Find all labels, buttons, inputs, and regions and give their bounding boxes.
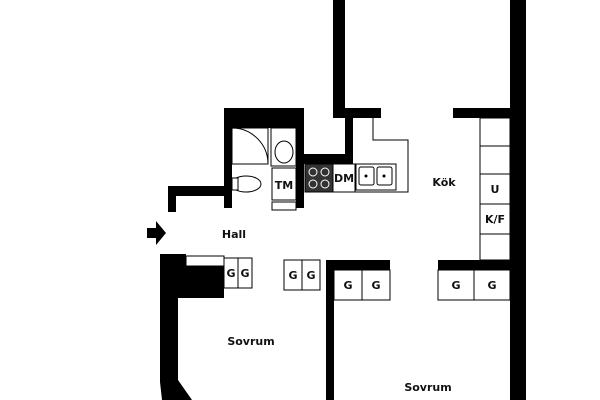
wall-upper-right-stub bbox=[453, 108, 513, 118]
bathroom-wall-left bbox=[224, 108, 232, 208]
stove-icon bbox=[308, 167, 330, 189]
oven-label: U bbox=[491, 183, 500, 196]
wardrobe-5 bbox=[333, 269, 363, 301]
bedroom-right-wall-top bbox=[438, 260, 513, 270]
hall-wall-top bbox=[168, 186, 230, 196]
double-sink-icon bbox=[358, 166, 393, 186]
wardrobe-label-6: G bbox=[371, 279, 380, 292]
kitchen-wall-vertical bbox=[345, 115, 353, 164]
fridge-box bbox=[479, 203, 511, 235]
washer-label: TM bbox=[275, 179, 293, 192]
entrance-arrow-icon bbox=[147, 221, 166, 245]
room-label-kitchen: Kök bbox=[432, 176, 456, 189]
hall-shelf bbox=[185, 255, 225, 267]
room-label-bedroom-left: Sovrum bbox=[227, 335, 274, 348]
toilet-tank bbox=[231, 177, 239, 191]
wardrobe-2 bbox=[237, 257, 253, 289]
shower-icon bbox=[231, 127, 269, 165]
wardrobe-label-4: G bbox=[306, 269, 315, 282]
wardrobe-6 bbox=[361, 269, 391, 301]
hall-wall-left-upper bbox=[168, 186, 176, 212]
washer-box bbox=[271, 167, 297, 201]
bedroom-wall-top bbox=[326, 260, 390, 270]
bedroom-partition bbox=[326, 260, 334, 400]
kitchen-cabinet-1 bbox=[479, 117, 511, 147]
kitchen-cabinet-2 bbox=[479, 145, 511, 175]
wardrobe-label-1: G bbox=[226, 267, 235, 280]
wardrobe-label-2: G bbox=[240, 267, 249, 280]
kitchen-counter-wall bbox=[296, 154, 348, 164]
wardrobe-label-7: G bbox=[451, 279, 460, 292]
washer-base bbox=[271, 201, 297, 211]
kitchen-sink bbox=[355, 163, 397, 191]
wall-lower-left bbox=[160, 254, 224, 400]
room-label-bedroom-right: Sovrum bbox=[404, 381, 451, 394]
room-label-hall: Hall bbox=[222, 228, 246, 241]
dishwasher-box bbox=[332, 163, 356, 193]
wall-upper-left bbox=[333, 0, 345, 115]
wall-upper-stub bbox=[333, 108, 381, 118]
bathroom-wall-top bbox=[224, 108, 304, 128]
wardrobe-4 bbox=[301, 259, 321, 291]
wardrobe-8 bbox=[473, 269, 511, 301]
oven-box bbox=[479, 173, 511, 205]
kitchen-counter bbox=[305, 118, 409, 193]
dishwasher-label: DM bbox=[334, 172, 354, 185]
outer-wall-right bbox=[510, 0, 526, 400]
wardrobe-label-5: G bbox=[343, 279, 352, 292]
stove bbox=[304, 163, 334, 193]
kitchen-cabinet-3 bbox=[479, 233, 511, 261]
fridge-label: K/F bbox=[485, 213, 505, 226]
wardrobe-label-8: G bbox=[487, 279, 496, 292]
wardrobe-label-3: G bbox=[288, 269, 297, 282]
sink-icon bbox=[274, 140, 294, 164]
toilet-icon bbox=[230, 175, 262, 193]
shower bbox=[231, 127, 269, 165]
